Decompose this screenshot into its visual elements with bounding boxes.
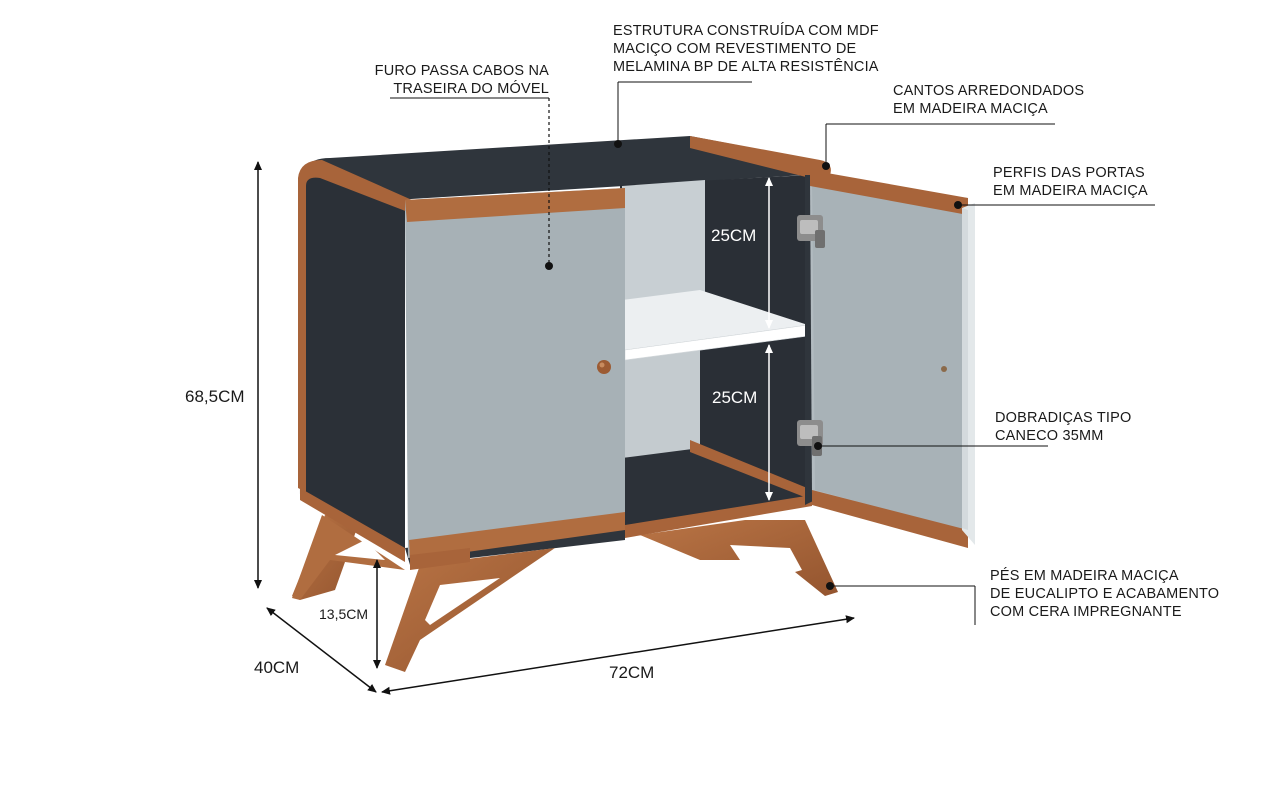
back-left-leg-front-part [292,515,405,600]
hinges-callout-line-1: DOBRADIÇAS TIPO [995,410,1132,426]
feet-callout-line-2: DE EUCALIPTO E ACABAMENTO [990,586,1220,602]
door-profiles-callout-line-1: PERFIS DAS PORTAS [993,165,1145,181]
hinges-callout-line-2: CANECO 35MM [995,428,1104,444]
cable-hole-leader [390,97,553,270]
shelf [622,290,808,350]
door-profiles-callout: PERFIS DAS PORTAS EM MADEIRA MACIÇA [993,164,1148,200]
interior-back-wall-lower [622,345,700,458]
right-door[interactable] [810,170,975,548]
corners-callout-line-2: EM MADEIRA MACIÇA [893,101,1048,117]
left-door-bottom-profile [409,512,625,560]
hinge-upper [797,215,825,248]
height-label: 68,5CM [185,387,245,406]
corners-leader [822,123,1055,170]
leg-height-label: 13,5CM [319,606,369,622]
rounded-corner-top-right [690,136,831,178]
door-knob[interactable] [597,360,611,374]
structure-callout-line-1: ESTRUTURA CONSTRUÍDA COM MDF [613,23,879,39]
corners-callout-line-1: CANTOS ARREDONDADOS [893,83,1085,99]
left-door-top-profile [405,188,625,222]
cabinet-left-side [298,162,405,555]
front-left-leg [385,548,555,672]
right-door-top-profile [810,170,968,215]
back-right-leg [640,520,838,596]
cabinet-top [305,136,825,200]
feet-callout: PÉS EM MADEIRA MACIÇA DE EUCALIPTO E ACA… [990,567,1219,621]
structure-callout-line-2: MACIÇO COM REVESTIMENTO DE [613,41,857,57]
hinges-callout: DOBRADIÇAS TIPO CANECO 35MM [995,409,1131,445]
feet-callout-line-3: COM CERA IMPREGNANTE [990,604,1182,620]
width-label: 72CM [609,663,655,682]
cable-hole-callout-line-2: TRASEIRA DO MÓVEL [393,81,549,97]
door-profiles-leader [954,201,1155,209]
upper-compartment-label: 25CM [711,226,757,245]
rounded-corner-bottom-left [300,488,405,562]
feet-leader [826,582,976,625]
door-profiles-callout-line-2: EM MADEIRA MACIÇA [993,183,1148,199]
cable-hole-callout: FURO PASSA CABOS NA TRASEIRA DO MÓVEL [375,62,549,98]
depth-dimension-line [266,607,377,693]
lower-compartment-label: 25CM [712,388,758,407]
cabinet-floor [622,448,812,525]
structure-callout-line-3: MELAMINA BP DE ALTA RESISTÊNCIA [613,59,879,75]
corners-callout: CANTOS ARREDONDADOS EM MADEIRA MACIÇA [893,82,1084,118]
cable-hole-callout-line-1: FURO PASSA CABOS NA [374,63,549,79]
structure-callout: ESTRUTURA CONSTRUÍDA COM MDF MACIÇO COM … [613,22,879,76]
feet-callout-line-1: PÉS EM MADEIRA MACIÇA [990,568,1179,584]
structure-leader [614,81,752,148]
width-dimension-line [381,615,855,695]
right-door-bottom-profile [812,490,968,548]
depth-label: 40CM [254,658,300,677]
hinges-leader [814,442,1048,450]
interior-back-wall [622,180,705,300]
left-door[interactable] [405,188,625,560]
